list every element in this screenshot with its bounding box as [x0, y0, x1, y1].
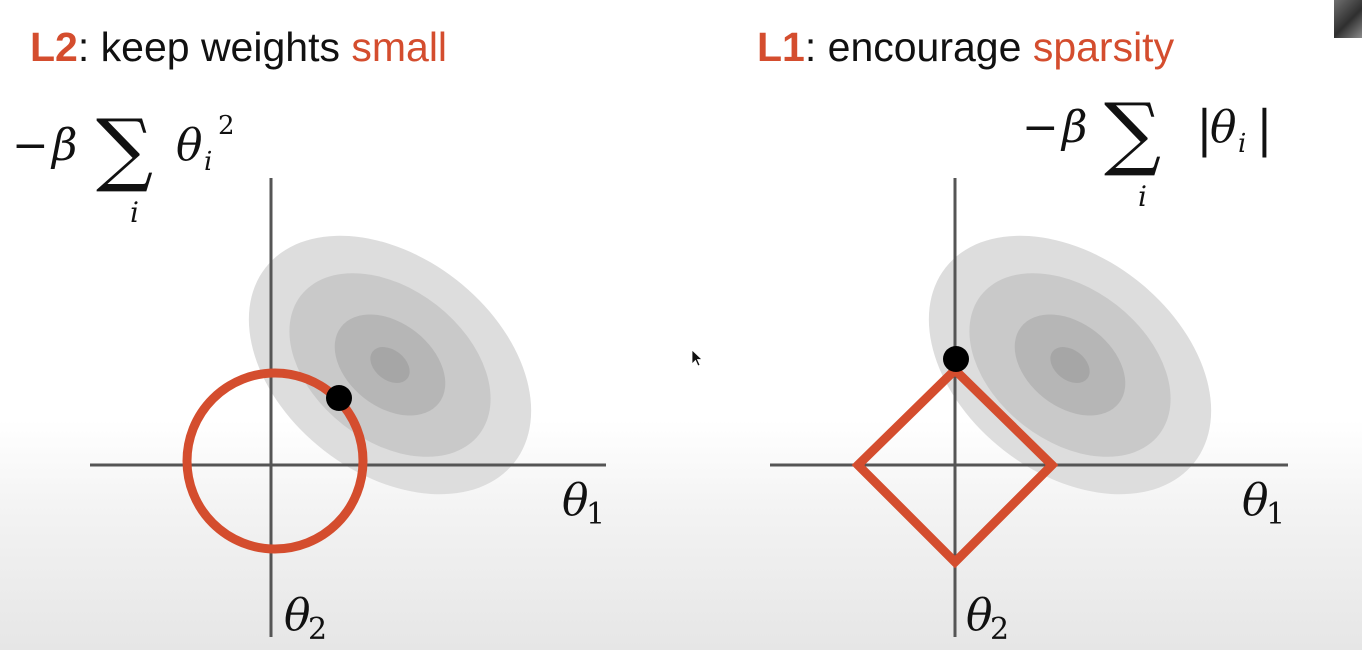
l2-loss-contours: [248, 235, 532, 495]
l1-theta2-label: θ 2: [966, 590, 1009, 647]
l1-formula: − β ∑ i | θ i |: [1022, 86, 1273, 213]
l2-tag: L2: [30, 24, 78, 70]
cursor-icon: [691, 349, 704, 367]
l2-panel: − β ∑ i θ i 2 θ 1 θ 2: [12, 102, 606, 647]
l2-constraint-circle: [182, 368, 368, 554]
l1-panel: − β ∑ i | θ i | θ 1 θ 2: [770, 86, 1288, 647]
l2-heading: L2: keep weights small: [30, 24, 447, 71]
l2-theta1-label: θ 1: [562, 475, 605, 532]
l1-heading: L1: encourage sparsity: [757, 24, 1174, 71]
l2-heading-text: : keep weights: [77, 24, 352, 70]
l1-constraint-diamond: [851, 363, 1059, 569]
loss-contour-4: [370, 347, 410, 383]
l1-heading-emphasis: sparsity: [1032, 24, 1175, 70]
l1-optimum-point: [943, 346, 969, 372]
l2-formula: − β ∑ i θ i 2: [12, 102, 235, 229]
l1-tag: L1: [757, 24, 805, 70]
l2-theta2-label: θ 2: [284, 590, 327, 647]
l1-loss-contours: [928, 235, 1212, 495]
l1-heading-text: : encourage: [804, 24, 1033, 70]
l2-heading-emphasis: small: [351, 24, 448, 70]
l1-theta1-label: θ 1: [1242, 475, 1285, 532]
l2-optimum-point: [326, 385, 352, 411]
webcam-thumbnail: [1334, 0, 1362, 38]
loss-contour-4: [1050, 347, 1090, 383]
